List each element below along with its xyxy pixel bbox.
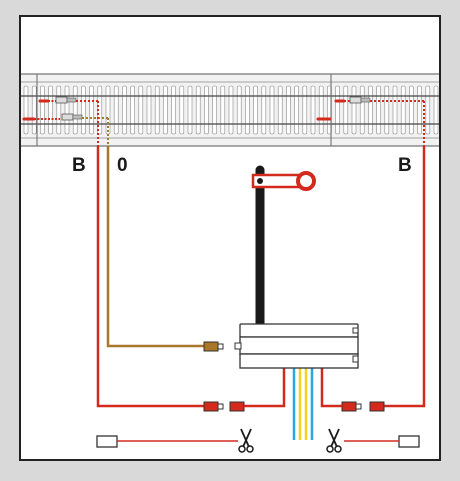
track-sleeper	[31, 85, 37, 135]
left-contact-cluster	[22, 96, 108, 121]
track-sleeper	[376, 85, 381, 135]
track-sleeper	[64, 85, 70, 135]
right-plug-connector	[341, 401, 385, 412]
signal-base-module	[234, 323, 359, 369]
brown-plug	[203, 341, 224, 352]
track-sleeper	[351, 85, 357, 135]
track-sleeper	[236, 85, 242, 135]
track-sleeper	[310, 85, 316, 135]
track-sleeper	[253, 85, 258, 135]
semaphore-signal	[251, 171, 316, 191]
track-sleeper	[220, 85, 226, 135]
track-sleeper	[212, 85, 217, 135]
track-sleeper	[433, 85, 439, 135]
label-left-B: B	[72, 155, 86, 176]
track-sleeper	[318, 85, 324, 135]
track-sleeper	[392, 85, 398, 135]
track-sleeper	[294, 85, 299, 135]
cut-hint-left	[96, 435, 238, 448]
right-contact-cluster	[316, 96, 424, 121]
track-sleeper	[343, 85, 349, 135]
brown-wire	[106, 146, 204, 348]
track-sleeper	[48, 85, 53, 135]
track-sleeper	[179, 85, 185, 135]
track-sleeper	[425, 85, 431, 135]
track-sleeper	[195, 85, 201, 135]
track-sleeper	[269, 85, 275, 135]
track-sleeper	[417, 85, 422, 135]
track-sleeper	[56, 85, 62, 135]
track-sleeper	[187, 85, 193, 135]
track-sleeper	[302, 85, 308, 135]
track-sleeper	[23, 85, 29, 135]
track-sleeper	[163, 85, 168, 135]
left-red-wire	[96, 146, 204, 408]
signal-wire-bundle	[292, 368, 314, 440]
track-sleeper	[204, 85, 209, 135]
track-section	[21, 73, 439, 147]
track-sleeper	[359, 85, 365, 135]
track-sleeper	[72, 85, 78, 135]
scissors-icon	[326, 428, 342, 453]
track-sleeper	[384, 85, 390, 135]
track-sleeper	[89, 85, 94, 135]
track-sleeper	[368, 85, 373, 135]
track-sleeper	[228, 85, 234, 135]
track-sleeper	[171, 85, 176, 135]
track-sleeper	[81, 85, 86, 135]
track-sleeper	[122, 85, 127, 135]
track-sleeper	[261, 85, 267, 135]
track-sleeper	[154, 85, 160, 135]
track-sleeper	[335, 85, 340, 135]
track-sleeper	[138, 85, 144, 135]
track-sleeper	[286, 85, 291, 135]
track-sleeper	[245, 85, 250, 135]
track-sleeper	[146, 85, 152, 135]
cut-hint-right	[344, 435, 420, 448]
track-sleeper	[277, 85, 283, 135]
track-sleeper	[40, 85, 45, 135]
scissors-icon	[238, 428, 254, 453]
track-sleeper	[400, 85, 406, 135]
right-red-wire	[384, 146, 426, 408]
label-right-B: B	[398, 155, 412, 176]
track-sleeper	[130, 85, 135, 135]
label-center-0: 0	[117, 155, 128, 176]
track-sleeper	[409, 85, 414, 135]
track-sleeper	[113, 85, 119, 135]
